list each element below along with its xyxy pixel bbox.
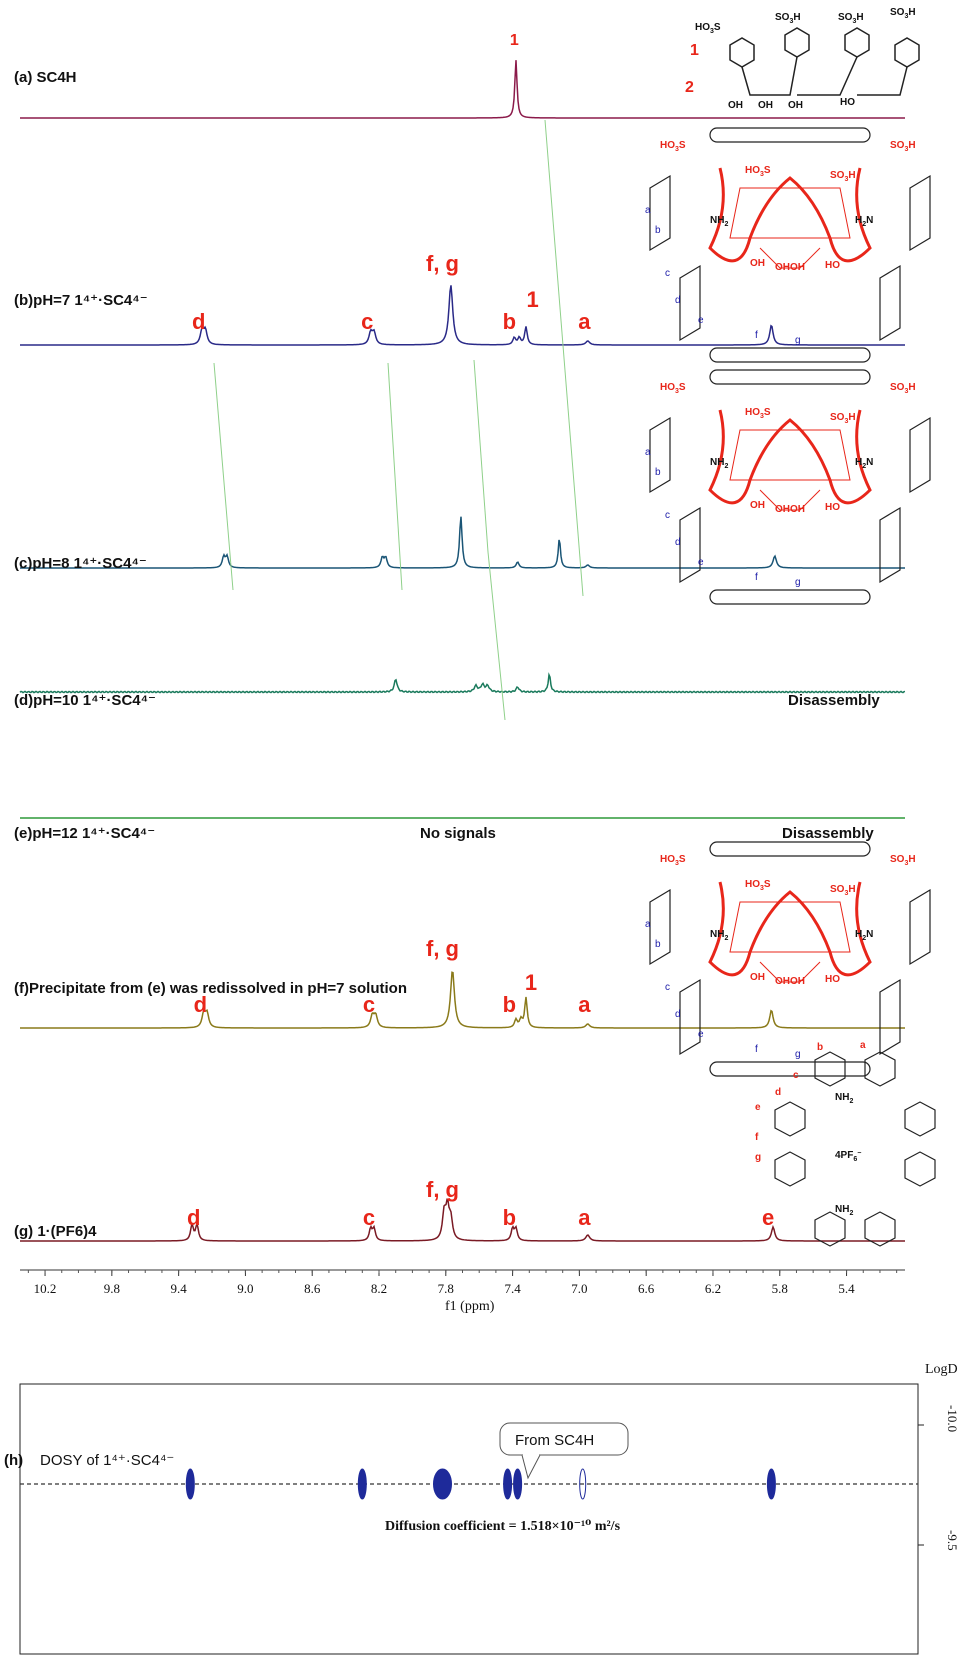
- svg-text:OH: OH: [758, 100, 773, 111]
- x-tick-label-5: 8.2: [371, 1281, 387, 1296]
- dosy-tick-2: -9.5: [945, 1530, 960, 1551]
- svg-text:HO3S: HO3S: [695, 22, 721, 35]
- x-tick-label-9: 6.6: [638, 1281, 655, 1296]
- peak-label-1-1: c: [361, 309, 373, 334]
- svg-text:OH: OH: [728, 100, 743, 111]
- svg-text:NH2: NH2: [835, 1092, 853, 1105]
- x-tick-label-3: 9.0: [237, 1281, 253, 1296]
- note-disassembly-e: Disassembly: [782, 825, 874, 842]
- x-tick-label-7: 7.4: [504, 1281, 521, 1296]
- peak-label-1-0: d: [192, 309, 205, 334]
- x-tick-label-6: 7.8: [438, 1281, 454, 1296]
- svg-text:4PF6−: 4PF6−: [835, 1150, 861, 1163]
- spectrum-label-d: (d)pH=10 1⁴⁺·SC4⁴⁻: [14, 692, 156, 709]
- note-no-signals: No signals: [420, 825, 496, 842]
- guide-lines: [213, 119, 584, 721]
- svg-text:f: f: [755, 1132, 759, 1143]
- svg-text:OH: OH: [788, 100, 803, 111]
- x-tick-label-2: 9.4: [171, 1281, 188, 1296]
- dosy-spot-0: [185, 1468, 195, 1500]
- x-tick-label-11: 5.8: [772, 1281, 788, 1296]
- dosy-spot-3: [503, 1468, 513, 1500]
- spectrum-trace-1: [20, 285, 905, 346]
- x-tick-label-4: 8.6: [304, 1281, 321, 1296]
- svg-text:SO3H: SO3H: [890, 7, 916, 20]
- spectrum-trace-6: [20, 1198, 905, 1242]
- svg-text:NH2: NH2: [835, 1204, 853, 1217]
- peak-label-1-5: a: [578, 309, 591, 334]
- spectrum-trace-3: [19, 672, 906, 694]
- spectrum-label-c: (c)pH=8 1⁴⁺·SC4⁴⁻: [14, 555, 147, 572]
- callout-text: From SC4H: [515, 1432, 594, 1449]
- peak-label-6-3: b: [503, 1205, 516, 1230]
- x-axis-title: f1 (ppm): [445, 1299, 495, 1314]
- peak-label-6-0: d: [187, 1205, 200, 1230]
- spectrum-label-e: (e)pH=12 1⁴⁺·SC4⁴⁻: [14, 825, 155, 842]
- spectrum-label-b: (b)pH=7 1⁴⁺·SC4⁴⁻: [14, 292, 148, 309]
- dosy-spot-2: [433, 1468, 452, 1500]
- peak-label-5-4: 1: [525, 970, 537, 995]
- peak-label-6-5: e: [762, 1205, 774, 1230]
- dosy-spot-6: [766, 1468, 776, 1500]
- peak-label-5-3: b: [503, 992, 516, 1017]
- dosy-ylabel: LogD: [925, 1362, 958, 1377]
- spectrum-label-a: (a) SC4H: [14, 69, 77, 86]
- spectrum-trace-5: [20, 971, 905, 1029]
- x-tick-label-12: 5.4: [838, 1281, 855, 1296]
- note-disassembly-d: Disassembly: [788, 692, 880, 709]
- structure-macrocycle: NH2 4PF6− NH2 a b c d e f g: [755, 1040, 936, 1247]
- peak-label-1-4: 1: [526, 287, 538, 312]
- spectrum-trace-0: [20, 60, 905, 119]
- spectrum-trace-2: [20, 516, 905, 569]
- peak-label-1-2: f, g: [426, 251, 459, 276]
- svg-text:SO3H: SO3H: [838, 12, 864, 25]
- peak-label-a-1: 1: [510, 32, 519, 49]
- spectrum-label-g: (g) 1·(PF6)4: [14, 1223, 97, 1240]
- structure-complex-b: [643, 126, 932, 364]
- structure-sc4h: HO3S SO3H SO3H SO3H OH OH OH HO 1 2: [685, 7, 920, 111]
- peak-label-1-3: b: [503, 309, 516, 334]
- dosy-panel-label: (h): [4, 1452, 23, 1469]
- peak-label-6-1: c: [363, 1205, 375, 1230]
- svg-text:SO3H: SO3H: [775, 12, 801, 25]
- dosy-tick-1: -10.0: [945, 1405, 960, 1432]
- svg-text:a: a: [860, 1040, 866, 1051]
- structure-complex-c: [643, 368, 932, 606]
- peak-label-6-4: a: [578, 1205, 591, 1230]
- dosy-spot-1: [357, 1468, 367, 1500]
- svg-text:b: b: [817, 1042, 823, 1053]
- svg-text:c: c: [793, 1070, 799, 1081]
- x-tick-label-8: 7.0: [571, 1281, 587, 1296]
- structure-complex-f: [643, 840, 932, 1078]
- peak-label-5-2: f, g: [426, 936, 459, 961]
- peak-label-5-5: a: [578, 992, 591, 1017]
- callout-from-sc4h: From SC4H: [499, 1422, 629, 1480]
- svg-text:e: e: [755, 1102, 761, 1113]
- x-tick-label-1: 9.8: [104, 1281, 120, 1296]
- diffusion-coefficient: Diffusion coefficient = 1.518×10⁻¹⁰ m²/s: [385, 1519, 621, 1534]
- peak-label-5-0: d: [194, 992, 207, 1017]
- svg-text:HO: HO: [840, 97, 855, 108]
- peak-label-6-2: f, g: [426, 1177, 459, 1202]
- peak-label-5-1: c: [363, 992, 375, 1017]
- structure-label-1: 1: [690, 42, 699, 59]
- dosy-spot-4: [513, 1468, 523, 1500]
- x-axis: 10.2 9.8 9.4 9.0 8.6 8.2 7.8 7.4 7.0 6.6 6.2 5.8 5.4…: [20, 1269, 905, 1314]
- x-tick-label-0: 10.2: [34, 1281, 57, 1296]
- svg-text:d: d: [775, 1087, 781, 1098]
- spectrum-label-f: (f)Precipitate from (e) was redissolved …: [14, 980, 407, 997]
- spectrum-traces: [19, 60, 906, 1242]
- structure-label-2: 2: [685, 79, 694, 96]
- dosy-panel: LogD (h) DOSY of 1⁴⁺·SC4⁴⁻ -10.0 -9.5 Fr…: [4, 1362, 960, 1655]
- svg-text:g: g: [755, 1152, 761, 1163]
- dosy-title: DOSY of 1⁴⁺·SC4⁴⁻: [40, 1452, 174, 1469]
- dosy-spot-5: [579, 1468, 587, 1500]
- x-tick-label-10: 6.2: [705, 1281, 721, 1296]
- dosy-y-ticks: [918, 1424, 924, 1546]
